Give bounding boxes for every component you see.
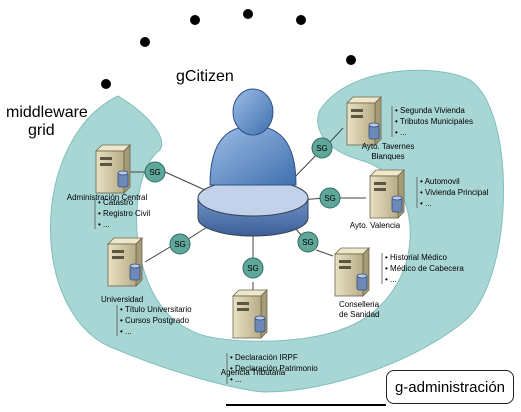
service-item: • ... <box>385 275 397 284</box>
service-item: • Automovil <box>420 177 460 186</box>
sg-label: SG <box>149 168 161 177</box>
service-item: • ... <box>230 375 242 384</box>
node-name: Agencia Tributaria <box>221 368 286 377</box>
footer-underline <box>226 404 386 406</box>
node-2: Universidad• Título Universitario • Curso… <box>101 295 192 336</box>
sg-node-6: SG <box>311 137 333 159</box>
node-5: Ayto. Valencia • Automovil • Vivienda Prin… <box>350 177 489 230</box>
node-name: Universidad <box>101 295 143 304</box>
service-item: • ... <box>120 327 132 336</box>
service-item: • Tributos Municipales <box>395 117 473 126</box>
service-item: • Cursos Postgrado <box>120 316 190 325</box>
node-1: Administración Central• Catastro • Regist… <box>67 193 150 229</box>
node-name: Administración Central <box>67 193 148 202</box>
g-administracion-label: g-administración <box>386 370 514 404</box>
service-item: • ... <box>395 128 407 137</box>
service-item: • Declaración Patrimonio <box>230 364 318 373</box>
node-name: Ayto. Valencia <box>350 221 401 230</box>
citizen-person-icon <box>209 88 297 186</box>
sg-node-5: SG <box>319 187 341 209</box>
sg-node-2: SG <box>169 233 191 255</box>
node-name: Conselleria <box>339 300 380 309</box>
service-item: • Declaración IRPF <box>230 353 298 362</box>
service-item: • Título Universitario <box>120 305 192 314</box>
sg-node-1: SG <box>144 161 166 183</box>
node-name: Ayto. Tavernes <box>362 142 415 151</box>
server-icon <box>346 96 382 146</box>
diagram-title: gCitizen <box>176 68 234 85</box>
sg-label: SG <box>174 240 186 249</box>
sg-label: SG <box>247 264 259 273</box>
server-icon <box>334 247 370 297</box>
service-item: • Historial Médico <box>385 253 447 262</box>
sg-node-4: SG <box>297 231 319 253</box>
sg-label: SG <box>302 238 314 247</box>
sg-label: SG <box>316 144 328 153</box>
server-icon <box>369 169 405 219</box>
node-name: de Sanidad <box>339 310 379 319</box>
node-3: Agencia Tributaria • Declaración IRPF • De… <box>221 353 318 384</box>
node-name: Blanques <box>371 152 404 161</box>
middleware-grid-band <box>50 69 504 393</box>
service-item: • Catastro <box>98 198 134 207</box>
server-icon <box>107 237 143 287</box>
service-item: • ... <box>420 199 432 208</box>
middleware-label-line2: grid <box>28 122 55 139</box>
service-item: • ... <box>98 220 110 229</box>
service-item: • Médico de Cabecera <box>385 264 464 273</box>
service-item: • Vivienda Principal <box>420 188 489 197</box>
server-icon <box>95 144 131 194</box>
service-item: • Registro Civil <box>98 209 150 218</box>
middleware-label-line1: middleware <box>6 104 88 121</box>
decorative-dots <box>101 9 356 89</box>
server-icon <box>232 289 268 339</box>
central-database-icon <box>197 179 309 237</box>
sg-node-3: SG <box>242 257 264 279</box>
sg-label: SG <box>324 194 336 203</box>
service-item: • Segunda Vivienda <box>395 106 465 115</box>
